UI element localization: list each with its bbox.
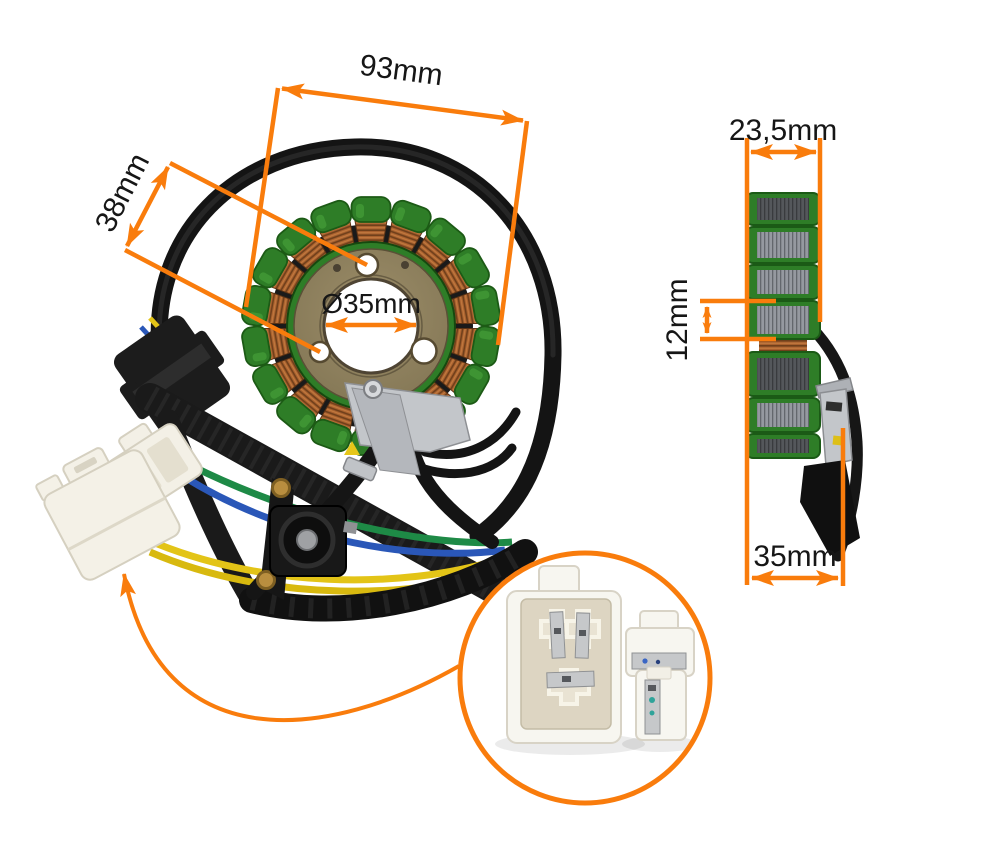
dim-bore-label: Ø35mm [321,288,421,319]
cable-highlight [156,144,556,358]
side-view-pole-1 [745,192,821,226]
hose-clamp [342,456,378,482]
side-view-pole-4 [745,300,821,340]
green-wire [190,462,513,547]
blade-detail-4 [648,685,656,691]
inset-2pin-blade-v [644,679,661,735]
side-view-pole-3 [745,264,821,300]
inset-pointer-curved-arrow [120,573,460,723]
blade-teal-dot-2 [649,710,655,716]
blade-detail-2 [579,630,586,636]
blade-detail-3 [562,676,571,682]
side-view-pole-6 [745,397,821,433]
inset-circle-outline [457,550,713,806]
side-view-pole-5 [745,351,821,397]
inset-2pin-lower [635,669,687,741]
dim-38-arrow [125,165,170,248]
dim-12-label: 12mm [661,278,694,361]
small-hole-2 [401,261,409,269]
dimension-12mm: 12mm [661,278,776,362]
pickup-eyelet-bottom [256,570,276,590]
inset-2pin-tab-small [646,666,672,680]
bracket-bolt-socket [369,385,377,393]
dim-235-label: 23,5mm [729,114,837,147]
blade-detail-1 [554,628,561,634]
pickup-terminal [343,521,358,535]
blade-teal-dot-1 [649,697,655,703]
inset-connector-2pin [625,610,695,741]
dim-93-ext-right [495,120,530,346]
braided-sleeve-texture [143,386,512,607]
output-bracket [342,379,471,482]
connector-3pin-body [43,449,181,581]
bracket-wire-right-1 [420,407,521,459]
side-view-pole-7 [745,433,821,459]
dim-38-ext-bottom [123,248,322,354]
dim-93-label: 93mm [358,49,445,93]
blue-wire [184,475,506,557]
braided-sleeve-diagonal [135,383,520,610]
dim-93-ext-left [243,87,281,308]
dimension-35mm: 35mm [751,428,846,586]
dimension-bore: Ø35mm [321,288,421,333]
inset-connector-3pin [506,565,622,744]
side-view-bracket-slot [825,401,843,412]
taped-wire-bundle [239,539,538,622]
yellow-wire-1 [146,536,500,584]
dimension-23-5mm: 23,5mm [729,114,837,585]
inset-3pin-blade-1 [549,611,566,659]
pickup-coil-sensor [256,478,358,600]
small-hole-1 [333,264,341,272]
inset-3pin-recess [520,598,612,730]
connector-inset [120,550,713,806]
blade-blue-dot-1 [642,658,648,664]
pickup-eyelet-top [271,478,291,498]
connector-3pin [35,447,181,581]
taped-wire-bundle-texture [249,543,531,619]
dim-38-ext-top [168,161,369,267]
dim-38-label: 38mm [89,148,156,237]
dim-93-arrow [281,83,524,126]
connector-3pin-seam [67,496,166,551]
side-view-metal-bracket [819,388,853,467]
mount-hole-lower-right [410,337,438,365]
pickup-bolt [296,529,318,551]
yellow-triangle-mark [344,441,360,455]
stator-front-view [35,138,562,622]
connector-3pin-latch-slot [73,457,98,474]
inset-content [495,565,698,755]
side-view-pole-2 [745,226,821,264]
dim-35-label: 35mm [753,540,836,573]
connector-2pin-cavity-2 [146,437,189,483]
blade-blue-dot-2 [655,659,661,665]
